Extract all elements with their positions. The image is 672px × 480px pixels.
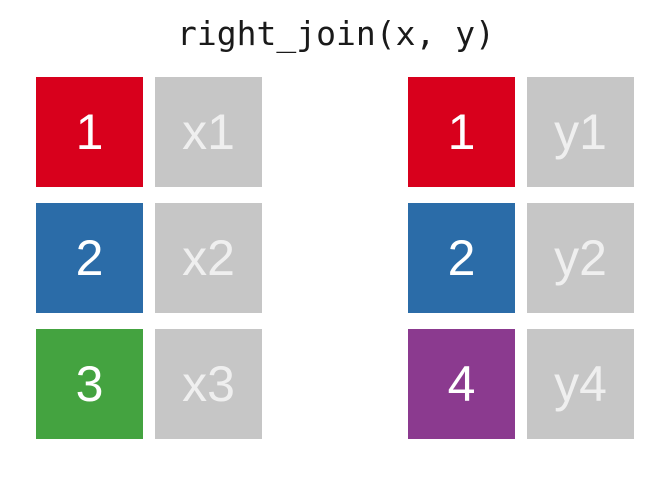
table-x-value-cell: x3 [155, 329, 262, 439]
table-y: 1 y1 2 y2 4 y4 [408, 77, 634, 439]
table-y-key-cell: 4 [408, 329, 515, 439]
table-y-value-cell: y1 [527, 77, 634, 187]
table-x-value-cell: x2 [155, 203, 262, 313]
table-x-key-cell: 1 [36, 77, 143, 187]
table-y-key-cell: 1 [408, 77, 515, 187]
table-x: 1 x1 2 x2 3 x3 [36, 77, 262, 439]
table-y-value-cell: y2 [527, 203, 634, 313]
table-y-value-cell: y4 [527, 329, 634, 439]
table-y-key-cell: 2 [408, 203, 515, 313]
table-x-key-cell: 3 [36, 329, 143, 439]
table-x-key-cell: 2 [36, 203, 143, 313]
table-x-value-cell: x1 [155, 77, 262, 187]
figure-title: right_join(x, y) [177, 14, 495, 53]
